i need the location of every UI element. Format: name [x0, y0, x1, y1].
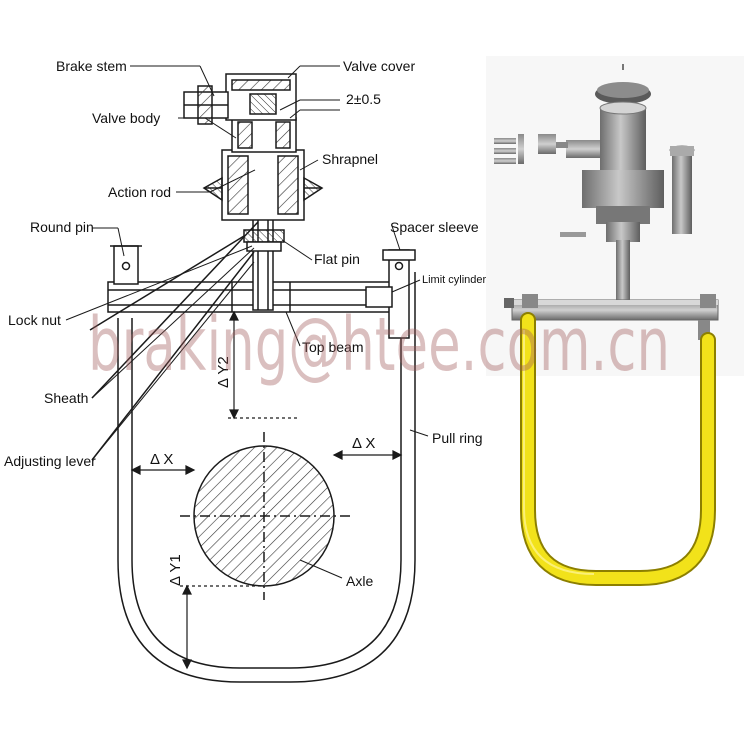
screws-3d	[494, 134, 524, 164]
label-sheath: Sheath	[44, 390, 88, 406]
adjusting-lever-shape	[91, 251, 255, 461]
pull-ring-shape	[117, 272, 416, 683]
label-valve-cover: Valve cover	[343, 58, 415, 74]
label-pull-ring: Pull ring	[432, 430, 483, 446]
label-limit-cylinder: Limit cylinder	[422, 274, 487, 286]
dim-dy1: Δ Y1	[167, 554, 184, 586]
round-pin-shape	[113, 245, 139, 285]
pull-ring-3d	[522, 314, 714, 584]
brake-stem-3d	[538, 134, 556, 154]
shaft-3d	[616, 240, 630, 302]
label-axle: Axle	[346, 573, 373, 589]
watermark: braking@htee.com.cn	[88, 302, 670, 388]
part-labels: Brake stem Valve cover 2±0.5 Valve body …	[4, 58, 487, 589]
dim-dy2: Δ Y2	[215, 356, 232, 388]
label-top-beam: Top beam	[302, 339, 363, 355]
label-spacer-sleeve: Spacer sleeve	[390, 219, 479, 235]
label-valve-body: Valve body	[92, 110, 160, 126]
flat-pin-shape	[243, 229, 285, 243]
dimension-labels: Δ X Δ X Δ Y1 Δ Y2	[150, 356, 375, 586]
label-adjusting-lever: Adjusting lever	[4, 453, 96, 469]
limit-cylinder-shape	[365, 286, 393, 308]
render-3d	[486, 56, 744, 586]
label-lock-nut: Lock nut	[8, 312, 61, 328]
technical-drawing	[65, 65, 429, 683]
dim-dx-left: Δ X	[150, 451, 173, 468]
label-flat-pin: Flat pin	[314, 251, 360, 267]
label-action-rod: Action rod	[108, 184, 171, 200]
dim-dx-right: Δ X	[352, 435, 375, 452]
label-tolerance: 2±0.5	[346, 91, 381, 107]
sleeve-3d	[672, 150, 692, 234]
label-shrapnel: Shrapnel	[322, 151, 378, 167]
label-round-pin: Round pin	[30, 219, 94, 235]
label-brake-stem: Brake stem	[56, 58, 127, 74]
